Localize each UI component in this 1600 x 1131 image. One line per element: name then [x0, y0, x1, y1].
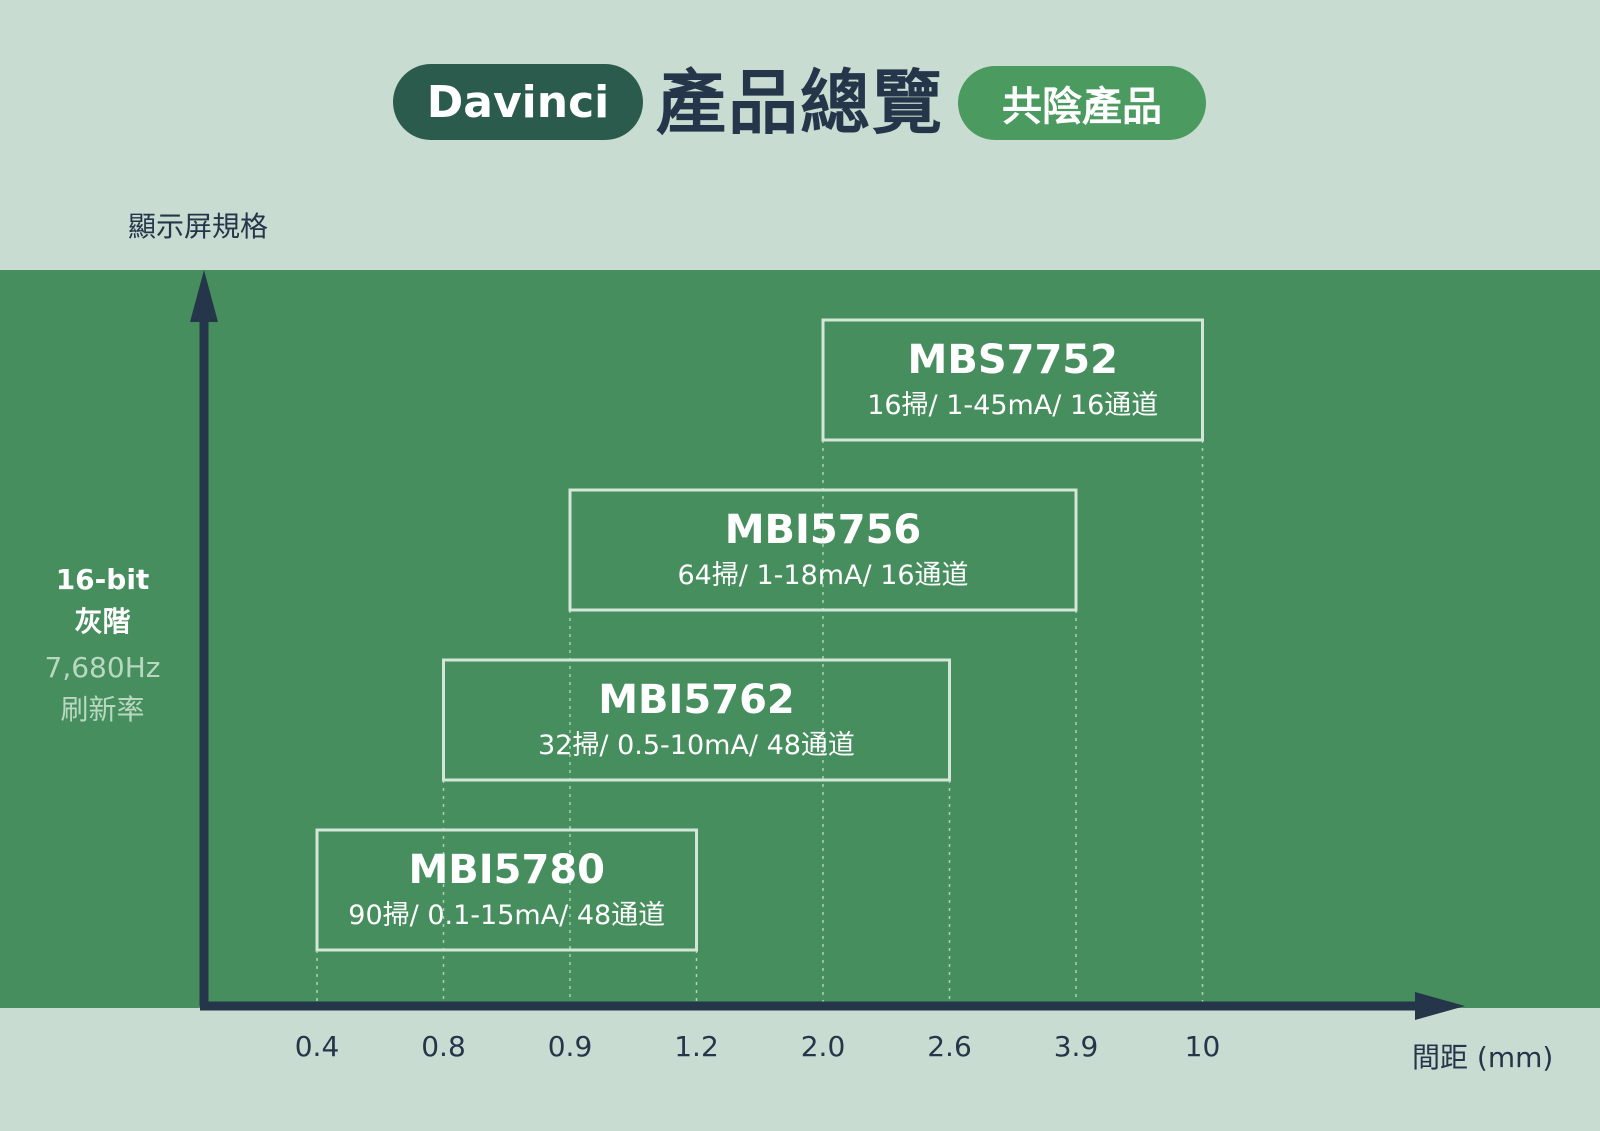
x-tick-label: 3.9 [1054, 1030, 1099, 1063]
x-axis-title: 間距 (mm) [1412, 1041, 1554, 1074]
product-box-mbi5756 [568, 488, 1078, 612]
product-name: MBI5756 [725, 507, 922, 553]
header: Davinci 產品總覽 共陰產品 顯示屏規格 [0, 0, 1600, 270]
chart-area-band [0, 270, 1600, 1008]
x-tick-label: 0.9 [548, 1030, 593, 1063]
product-spec: 64掃/ 1-18mA/ 16通道 [677, 560, 968, 591]
x-axis-arrow-icon [1415, 992, 1465, 1020]
x-tick-label: 0.8 [421, 1030, 466, 1063]
product-name: MBI5780 [408, 847, 605, 893]
y-spec-refresh-value: 7,680Hz [44, 651, 161, 684]
product-box-mbi5780 [315, 828, 698, 952]
x-tick-label: 2.6 [927, 1030, 972, 1063]
x-tick-label: 1.2 [674, 1030, 719, 1063]
page-title: 產品總覽 [656, 62, 944, 144]
x-tick-label: 2.0 [801, 1030, 846, 1063]
y-spec-bit-depth: 16-bit [55, 563, 150, 596]
product-box-mbi5762 [442, 658, 951, 782]
product-spec: 32掃/ 0.5-10mA/ 48通道 [538, 730, 855, 761]
y-axis-title: 顯示屏規格 [128, 210, 269, 243]
product-type-pill: 共陰產品 [958, 66, 1206, 140]
x-tick-label: 10 [1185, 1030, 1221, 1063]
y-spec-refresh-label: 刷新率 [60, 693, 145, 726]
x-tick-label: 0.4 [295, 1030, 340, 1063]
product-spec: 16掃/ 1-45mA/ 16通道 [867, 390, 1158, 421]
product-name: MBS7752 [908, 337, 1118, 383]
product-spec: 90掃/ 0.1-15mA/ 48通道 [348, 900, 665, 931]
y-spec-grayscale: 灰階 [74, 605, 131, 638]
product-box-mbs7752 [821, 318, 1204, 442]
product-name: MBI5762 [598, 677, 795, 723]
y-axis-arrow-icon [190, 270, 218, 322]
brand-pill: Davinci [393, 64, 643, 140]
